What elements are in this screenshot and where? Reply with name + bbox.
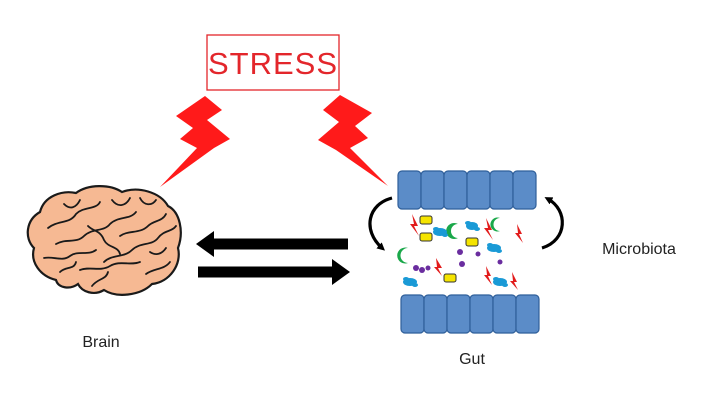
gut-label: Gut	[459, 351, 485, 368]
microbe-icon	[419, 232, 433, 242]
gut-cell	[397, 170, 422, 210]
gut-cell	[446, 294, 471, 334]
microbe-icon	[515, 224, 523, 243]
microbiota-cluster	[397, 214, 523, 290]
gut-cell	[489, 170, 514, 210]
brain-icon	[26, 185, 182, 296]
gut-top-row	[397, 170, 537, 210]
microbe-icon	[434, 258, 442, 276]
microbe-icon	[413, 249, 503, 273]
microbe-icon	[484, 266, 492, 285]
brain-gut-arrows	[196, 231, 350, 285]
gut-cell	[466, 170, 491, 210]
gut-bottom-row	[400, 294, 540, 334]
microbe-icon	[513, 250, 520, 264]
arrow-brain-to-gut-icon	[332, 259, 350, 285]
lightning-bolt-icon	[160, 96, 230, 187]
gut-cell	[400, 294, 425, 334]
microbe-icon	[463, 272, 470, 286]
microbiota-label: Microbiota	[602, 241, 676, 258]
stress-box-frame	[206, 34, 340, 91]
microbe-icon	[484, 218, 493, 240]
brain-label: Brain	[82, 334, 119, 351]
microbe-icon	[465, 221, 480, 231]
arrow-gut-to-brain-icon	[196, 231, 214, 257]
gut-cell	[492, 294, 517, 334]
lightning-bolt-icon	[318, 95, 388, 186]
stress-label: STRESS	[208, 46, 338, 81]
microbe-icon	[433, 227, 448, 237]
gut-cell	[469, 294, 494, 334]
curved-arrow-icon	[541, 197, 564, 250]
microbe-icon	[490, 217, 500, 232]
microbe-icon	[397, 247, 408, 264]
gut-cell	[443, 170, 468, 210]
microbe-icon	[510, 272, 518, 290]
microbe-icon	[446, 223, 458, 240]
microbe-icon	[419, 215, 433, 225]
gut-epithelium-icon	[397, 170, 540, 334]
gut-cell	[512, 170, 537, 210]
curved-arrow-icon	[368, 196, 393, 251]
gut-cell	[515, 294, 540, 334]
microbe-icon	[403, 277, 418, 287]
microbe-icon	[487, 243, 502, 253]
microbe-icon	[443, 273, 457, 283]
microbe-icon	[493, 277, 508, 287]
stress-box: STRESS	[206, 34, 340, 91]
microbe-icon	[465, 237, 479, 247]
microbe-icon	[410, 214, 419, 236]
gut-cell	[420, 170, 445, 210]
gut-cell	[423, 294, 448, 334]
